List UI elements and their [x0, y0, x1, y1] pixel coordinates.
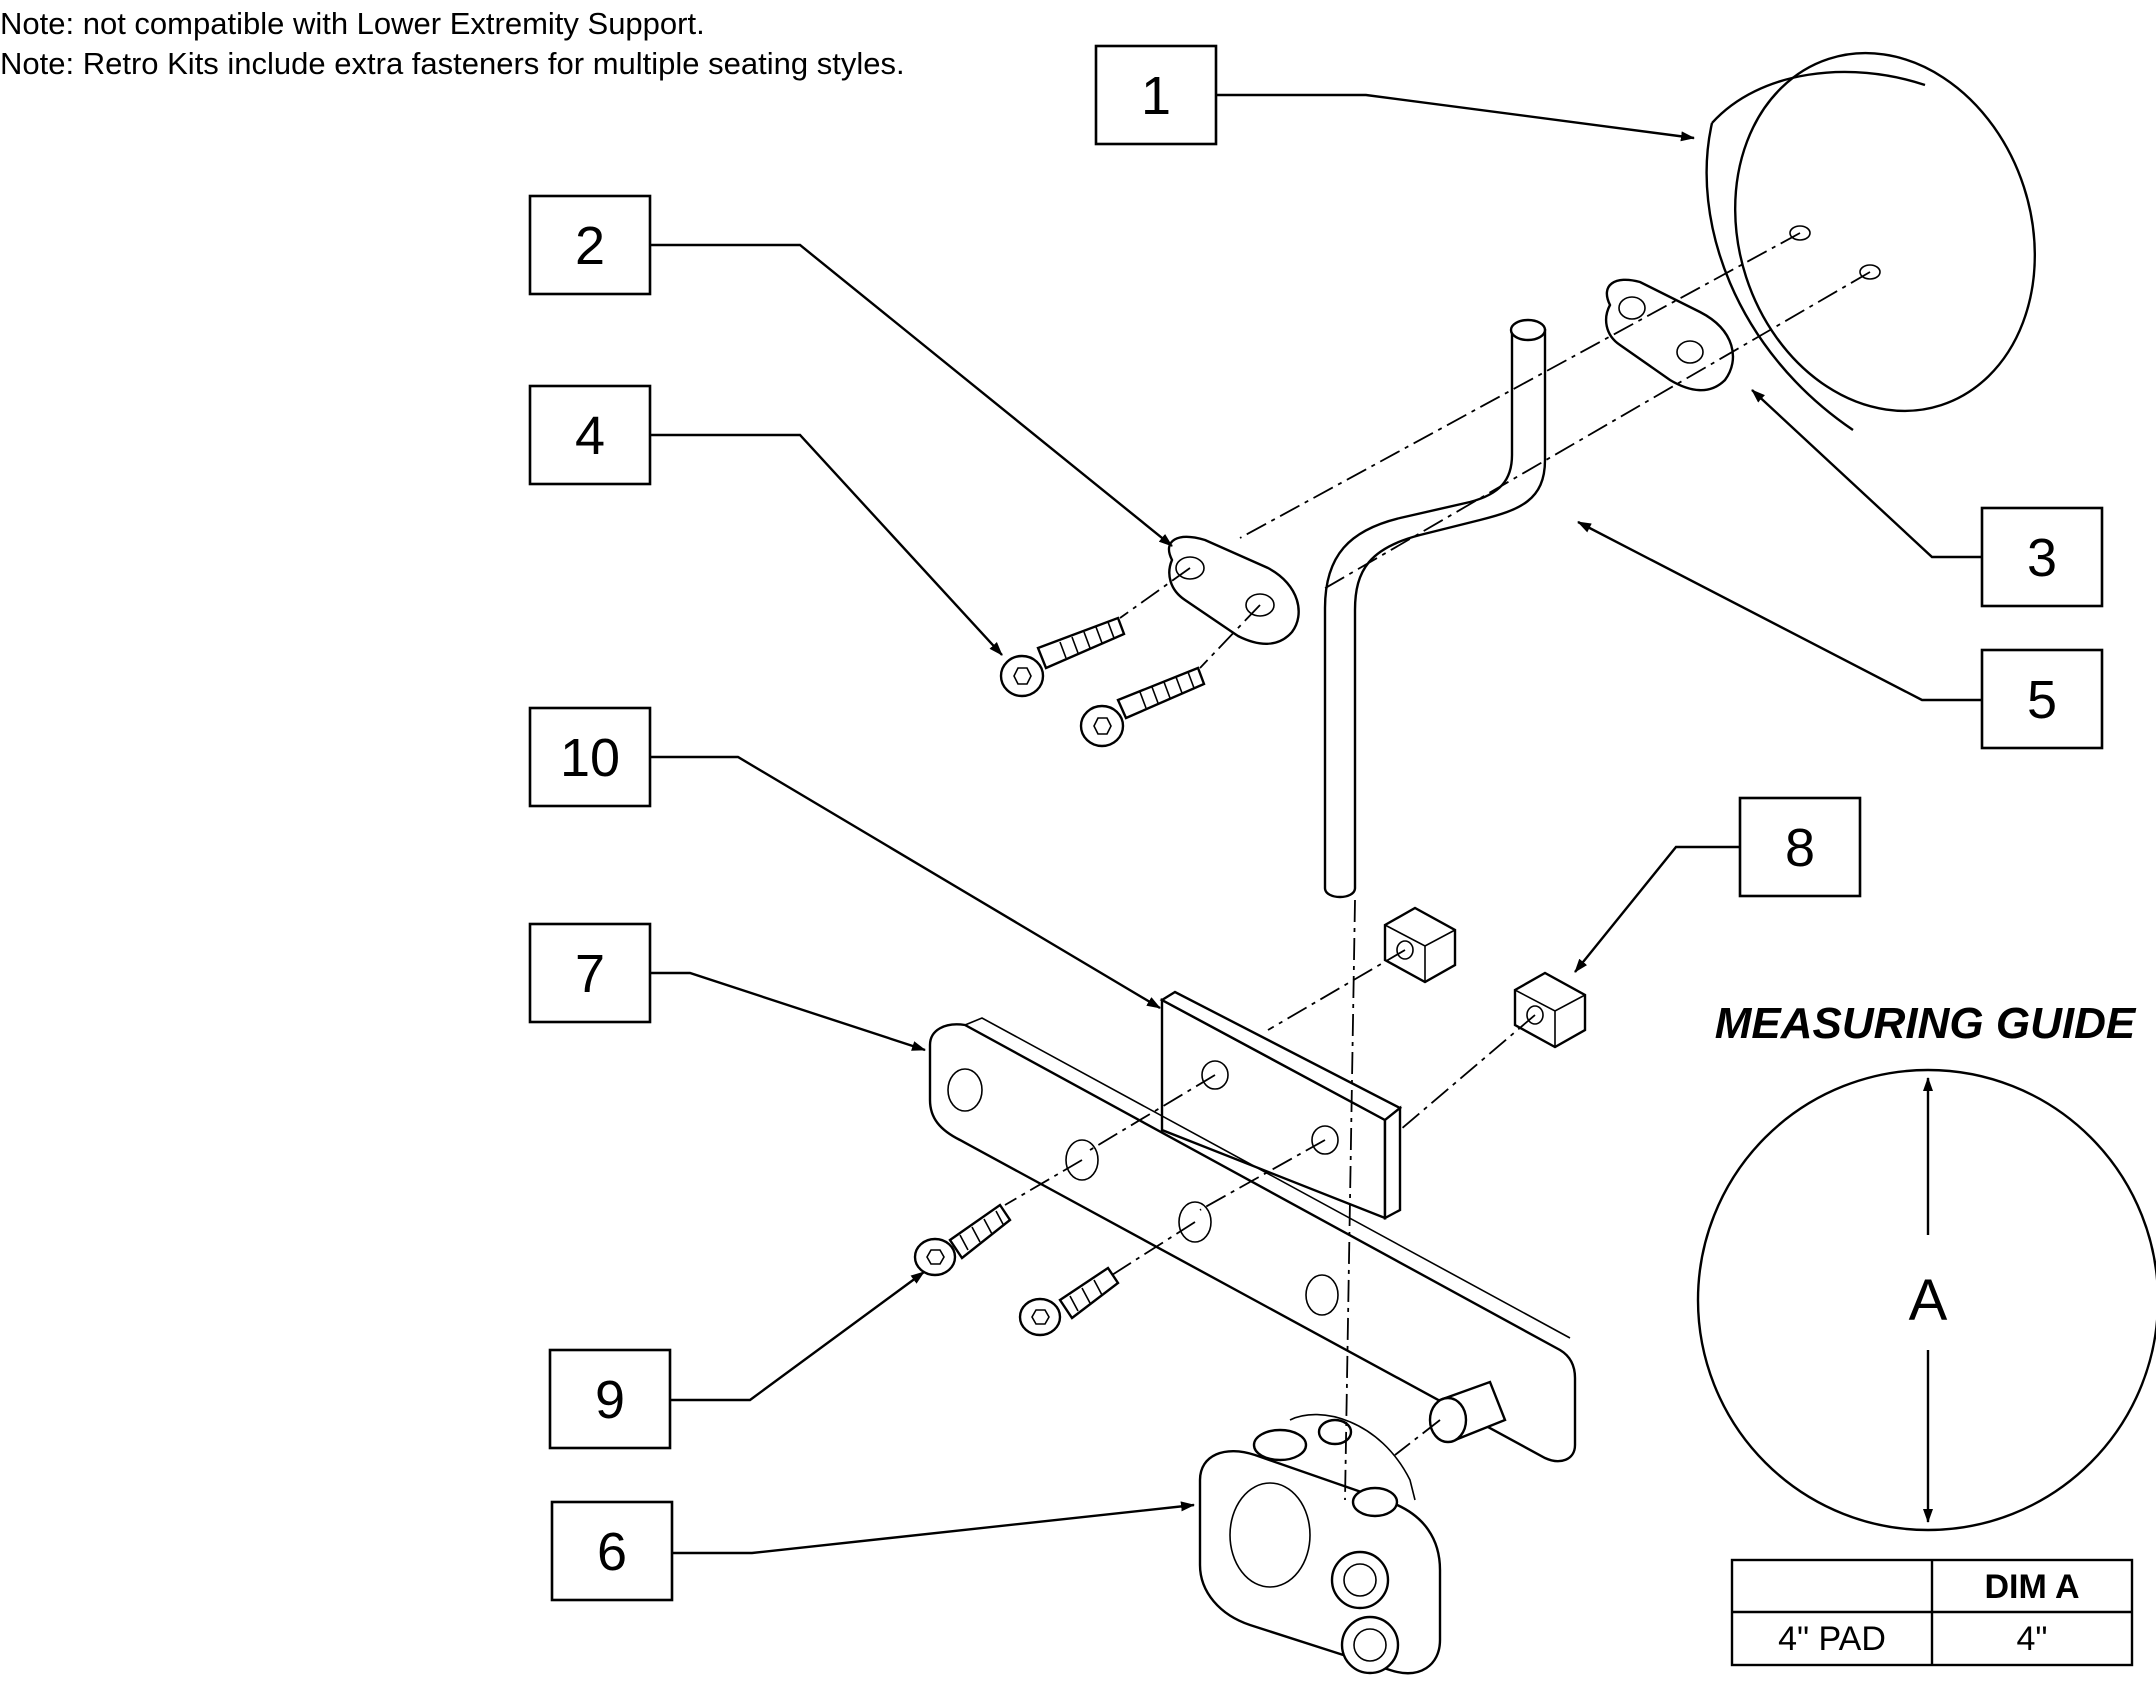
dimension-table: DIM A 4" PAD 4": [1730, 1558, 2134, 1667]
svg-text:3: 3: [2027, 528, 2057, 588]
part-clamp-half-upper: [1604, 278, 1735, 392]
dimension-a-label: A: [1909, 1268, 1948, 1333]
part-tube-clamp: [1198, 1413, 1442, 1675]
svg-text:5: 5: [2027, 670, 2057, 730]
part-clamp-half-lower: [1167, 535, 1300, 645]
svg-text:2: 2: [575, 216, 605, 276]
callout-4: 4: [528, 384, 1003, 656]
measuring-guide-title: MEASURING GUIDE: [1715, 999, 2137, 1048]
svg-text:7: 7: [575, 944, 605, 1004]
callout-3: 3: [1751, 389, 2104, 608]
measuring-guide: MEASURING GUIDE A DIM A 4" PAD 4": [1696, 999, 2156, 1667]
part-bent-rod: [1323, 318, 1547, 899]
callout-9: 9: [548, 1271, 925, 1450]
part-mounting-block: [1159, 990, 1403, 1220]
part-nut-blocks: [1383, 906, 1587, 1049]
callout-1: 1: [1094, 44, 1695, 146]
part-pad: [1705, 51, 2037, 431]
table-header-dim-a: DIM A: [1984, 1568, 2079, 1606]
part-screws-upper: [999, 616, 1206, 748]
callout-6: 6: [550, 1500, 1195, 1602]
part-screws-lower: [913, 1203, 1120, 1337]
svg-text:9: 9: [595, 1370, 625, 1430]
callout-2: 2: [528, 194, 1173, 547]
assembly-centerlines: [1004, 232, 1871, 1501]
svg-text:10: 10: [560, 728, 620, 788]
table-cell-pad: 4" PAD: [1778, 1620, 1886, 1658]
callout-10: 10: [528, 706, 1161, 1010]
svg-text:6: 6: [597, 1522, 627, 1582]
note-retro-kits: Note: Retro Kits include extra fasteners…: [0, 46, 905, 81]
svg-text:8: 8: [1785, 818, 1815, 878]
table-cell-dim: 4": [2017, 1620, 2048, 1658]
svg-text:1: 1: [1141, 66, 1171, 126]
svg-text:4: 4: [575, 406, 605, 466]
part-long-bar: [928, 1017, 1577, 1463]
callout-7: 7: [528, 922, 926, 1052]
callout-8: 8: [1574, 796, 1862, 973]
note-compatibility: Note: not compatible with Lower Extremit…: [0, 6, 705, 41]
callout-5: 5: [1577, 520, 2104, 750]
